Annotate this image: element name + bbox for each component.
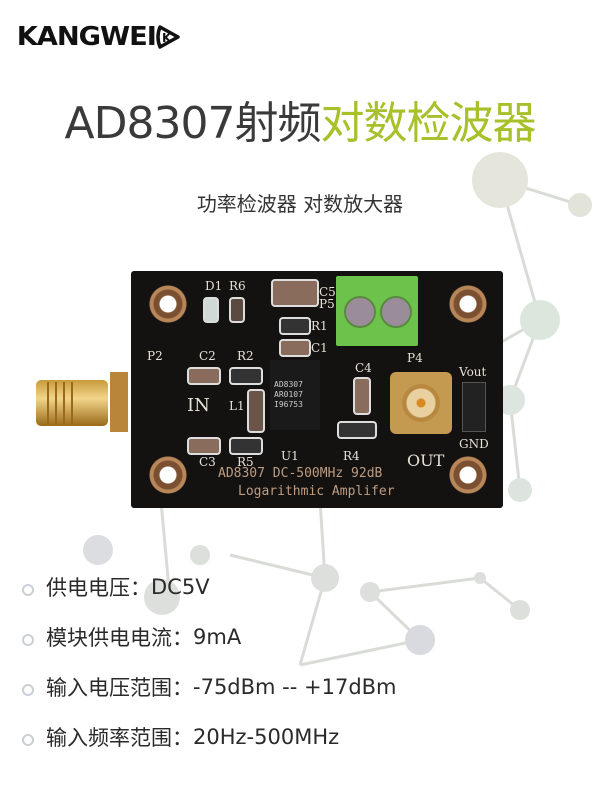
label-c2: C2: [199, 349, 216, 363]
label-r4: R4: [343, 449, 360, 463]
bullet-circle-icon: [22, 584, 34, 596]
spec-label: 输入频率范围：: [46, 726, 193, 750]
spec-value: DC5V: [151, 575, 210, 599]
svg-text:K: K: [162, 31, 172, 45]
bullet-circle-icon: [22, 684, 34, 696]
led-d1: [203, 297, 219, 323]
label-c3: C3: [199, 455, 216, 469]
label-r6: R6: [229, 279, 246, 293]
label-d1: D1: [205, 279, 223, 293]
resistor-r2: [229, 367, 263, 385]
brand-logo: KANGWEI K: [16, 22, 182, 52]
capacitor-c2: [187, 367, 221, 385]
mount-hole-icon: [149, 285, 187, 323]
screw-icon: [344, 296, 376, 328]
label-in: IN: [187, 395, 210, 416]
label-c5: C5: [319, 285, 336, 299]
silkscreen-line-1: AD8307 DC-500MHz 92dB: [218, 466, 383, 481]
brand-logo-text: KANGWEI: [16, 22, 157, 52]
spec-value: -75dBm -- +17dBm: [193, 675, 397, 699]
mount-hole-icon: [449, 456, 487, 494]
label-p4: P4: [407, 351, 423, 365]
label-c1: C1: [311, 341, 328, 355]
screw-icon: [380, 296, 412, 328]
subtitle: 功率检波器 对数放大器: [196, 192, 404, 216]
spec-item: 输入频率范围： 20Hz-500MHz: [22, 712, 397, 762]
capacitor-c1: [279, 339, 311, 357]
sma-output-connector-p4: [390, 372, 452, 434]
label-r5: R5: [237, 455, 254, 469]
spec-value: 20Hz-500MHz: [193, 725, 340, 749]
resistor-r4: [337, 421, 377, 439]
label-gnd: GND: [459, 437, 489, 451]
brand-mark-icon: K: [156, 25, 181, 49]
ic-u1-ad8307: AD8307 AR0107 I96753: [270, 360, 320, 430]
pin-header-vout-gnd: [462, 382, 486, 432]
label-out: OUT: [407, 451, 445, 470]
mount-hole-icon: [449, 285, 487, 323]
spec-item: 模块供电电流： 9mA: [22, 612, 397, 662]
spec-label: 模块供电电流：: [46, 626, 193, 650]
label-u1: U1: [281, 449, 299, 463]
label-r1: R1: [311, 319, 328, 333]
capacitor-c4: [353, 377, 371, 415]
spec-value: 9mA: [193, 625, 242, 649]
chip-marking: AD8307 AR0107 I96753: [274, 380, 303, 409]
resistor-r6: [229, 297, 245, 323]
spec-label: 供电电压：: [46, 576, 151, 600]
spec-label: 输入电压范围：: [46, 676, 193, 700]
page-title: AD8307射频对数检波器: [0, 94, 600, 154]
screw-terminal-p5: [336, 276, 418, 346]
inductor-l1: [247, 389, 265, 433]
spec-item: 供电电压： DC5V: [22, 562, 397, 612]
bullet-circle-icon: [22, 634, 34, 646]
capacitor-c5: [271, 279, 319, 307]
bullet-circle-icon: [22, 734, 34, 746]
label-vout: Vout: [459, 365, 487, 379]
title-dark-part: AD8307射频: [64, 98, 322, 149]
label-p2: P2: [147, 349, 163, 363]
sma-input-connector-icon: [36, 372, 128, 432]
resistor-r1: [279, 317, 311, 335]
label-c4: C4: [355, 361, 372, 375]
resistor-r5: [229, 437, 263, 455]
capacitor-c3: [187, 437, 221, 455]
spec-list: 供电电压： DC5V 模块供电电流： 9mA 输入电压范围： -75dBm --…: [22, 562, 397, 762]
title-green-part: 对数检波器: [320, 98, 536, 149]
mount-hole-icon: [149, 456, 187, 494]
label-p5: P5: [319, 297, 335, 311]
spec-item: 输入电压范围： -75dBm -- +17dBm: [22, 662, 397, 712]
label-r2: R2: [237, 349, 254, 363]
silkscreen-line-2: Logarithmic Amplifer: [238, 484, 395, 499]
label-l1: L1: [229, 399, 245, 413]
